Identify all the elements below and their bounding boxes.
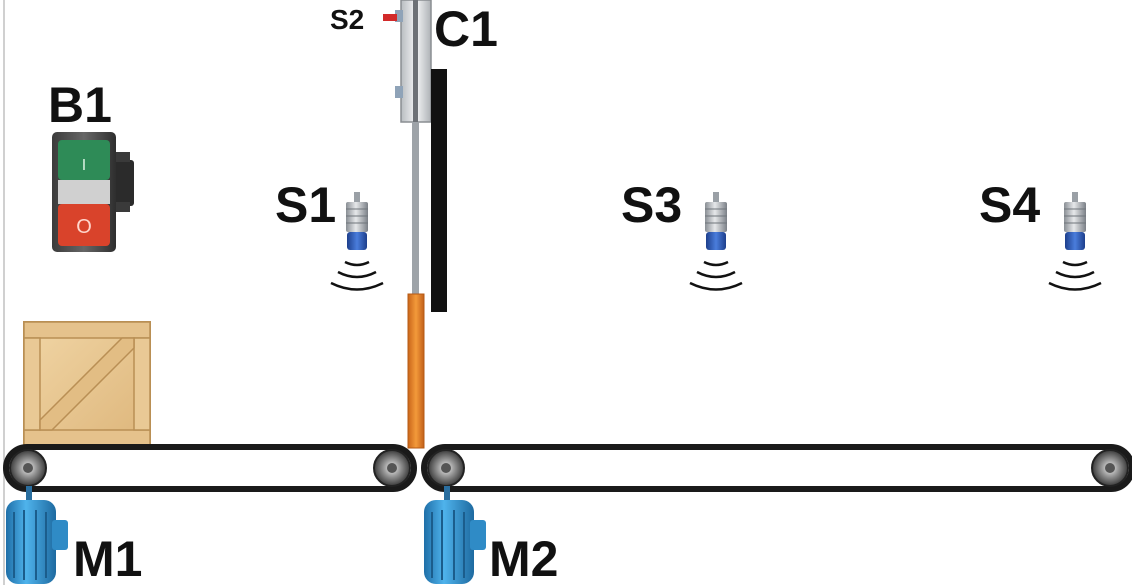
label-s1: S1 bbox=[275, 177, 337, 233]
label-c1: C1 bbox=[434, 1, 498, 57]
label-s3: S3 bbox=[621, 177, 683, 233]
motor-icon bbox=[424, 486, 486, 584]
conveyor-belt-1 bbox=[3, 444, 417, 492]
label-m2: M2 bbox=[489, 531, 559, 587]
motor-icon bbox=[6, 486, 68, 584]
inductive-sensor-icon bbox=[330, 192, 384, 291]
label-b1: B1 bbox=[48, 77, 112, 133]
cylinder-icon bbox=[395, 0, 432, 449]
label-m1: M1 bbox=[73, 531, 143, 587]
stopper-plate bbox=[431, 69, 447, 312]
stop-symbol: O bbox=[76, 216, 92, 238]
start-symbol: I bbox=[82, 157, 86, 174]
inductive-sensor-icon bbox=[1048, 192, 1102, 291]
push-button-icon bbox=[52, 132, 134, 252]
conveyor-belt-2 bbox=[421, 444, 1132, 492]
crate-icon bbox=[23, 321, 151, 447]
label-s2: S2 bbox=[330, 4, 365, 35]
stop-button[interactable] bbox=[58, 204, 110, 246]
limit-switch-s2 bbox=[383, 14, 397, 21]
inductive-sensor-icon bbox=[689, 192, 743, 291]
start-button[interactable] bbox=[58, 140, 110, 180]
label-s4: S4 bbox=[979, 177, 1041, 233]
